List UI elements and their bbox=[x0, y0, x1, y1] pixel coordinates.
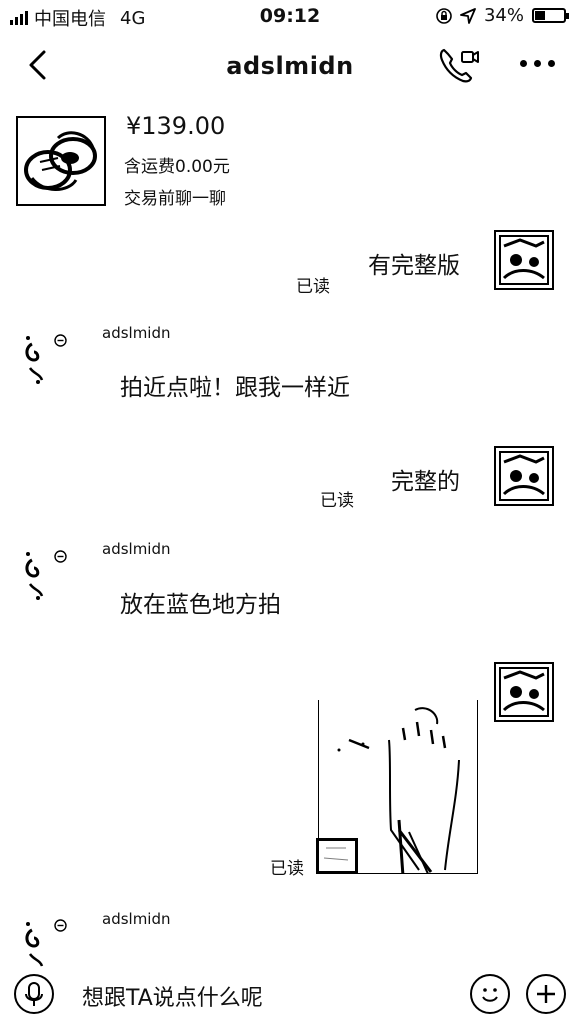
my-avatar[interactable] bbox=[494, 446, 554, 506]
message-bubble-left[interactable]: 放在蓝色地方拍 bbox=[120, 592, 281, 618]
product-shipping: 含运费0.00元 bbox=[124, 157, 230, 177]
page-title: adslmidn bbox=[226, 52, 354, 80]
message-input[interactable]: 想跟TA说点什么呢 bbox=[82, 986, 263, 1011]
sender-name: adslmidn bbox=[102, 324, 171, 342]
contact-avatar[interactable] bbox=[20, 916, 60, 976]
sender-name: adslmidn bbox=[102, 910, 171, 928]
chevron-left-icon[interactable] bbox=[22, 48, 56, 82]
message-bubble-right[interactable]: 完整的 bbox=[391, 469, 460, 495]
video-call-icon[interactable] bbox=[438, 46, 480, 84]
emoji-button[interactable] bbox=[470, 974, 510, 1014]
contact-avatar[interactable] bbox=[20, 330, 60, 390]
plus-button[interactable] bbox=[526, 974, 566, 1014]
message-bubble-left[interactable]: 拍近点啦！跟我一样近 bbox=[120, 375, 350, 401]
voice-button[interactable] bbox=[14, 974, 54, 1014]
smiley-icon bbox=[482, 988, 498, 1002]
minus-circle-icon bbox=[54, 919, 67, 932]
read-status: 已读 bbox=[296, 277, 330, 297]
status-right: 34% bbox=[436, 5, 569, 26]
status-left: 中国电信 4G bbox=[10, 5, 145, 31]
sender-name: adslmidn bbox=[102, 540, 171, 558]
signal-icon bbox=[10, 11, 28, 25]
product-image bbox=[18, 118, 104, 204]
more-icon[interactable] bbox=[520, 60, 560, 70]
avatar-image bbox=[499, 451, 549, 501]
read-status: 已读 bbox=[270, 859, 304, 879]
status-time: 09:12 bbox=[259, 5, 321, 27]
my-avatar[interactable] bbox=[494, 662, 554, 722]
avatar-image bbox=[499, 667, 549, 717]
my-avatar[interactable] bbox=[494, 230, 554, 290]
nav-bar: adslmidn bbox=[0, 34, 580, 96]
orientation-lock-icon bbox=[436, 7, 452, 24]
status-bar: 中国电信 4G 09:12 34% bbox=[0, 0, 580, 32]
product-price: ¥139.00 bbox=[126, 112, 226, 140]
minus-circle-icon bbox=[54, 334, 67, 347]
contact-avatar[interactable] bbox=[20, 546, 60, 606]
input-bar: 想跟TA说点什么呢 bbox=[0, 962, 580, 1032]
location-icon bbox=[460, 7, 476, 24]
minus-circle-icon bbox=[54, 550, 67, 563]
product-card[interactable]: ¥139.00 含运费0.00元 交易前聊一聊 bbox=[16, 112, 576, 212]
read-status: 已读 bbox=[320, 491, 354, 511]
battery-icon bbox=[532, 8, 569, 23]
blue-card-image bbox=[316, 838, 358, 874]
product-chat-prompt: 交易前聊一聊 bbox=[124, 189, 226, 209]
microphone-icon bbox=[25, 982, 43, 1006]
network-type: 4G bbox=[120, 7, 146, 29]
carrier-name: 中国电信 bbox=[34, 9, 106, 30]
battery-percent: 34% bbox=[483, 5, 524, 26]
product-thumbnail[interactable] bbox=[16, 116, 106, 206]
plus-icon bbox=[537, 985, 555, 1003]
message-bubble-right[interactable]: 有完整版 bbox=[368, 253, 460, 279]
avatar-image bbox=[499, 235, 549, 285]
